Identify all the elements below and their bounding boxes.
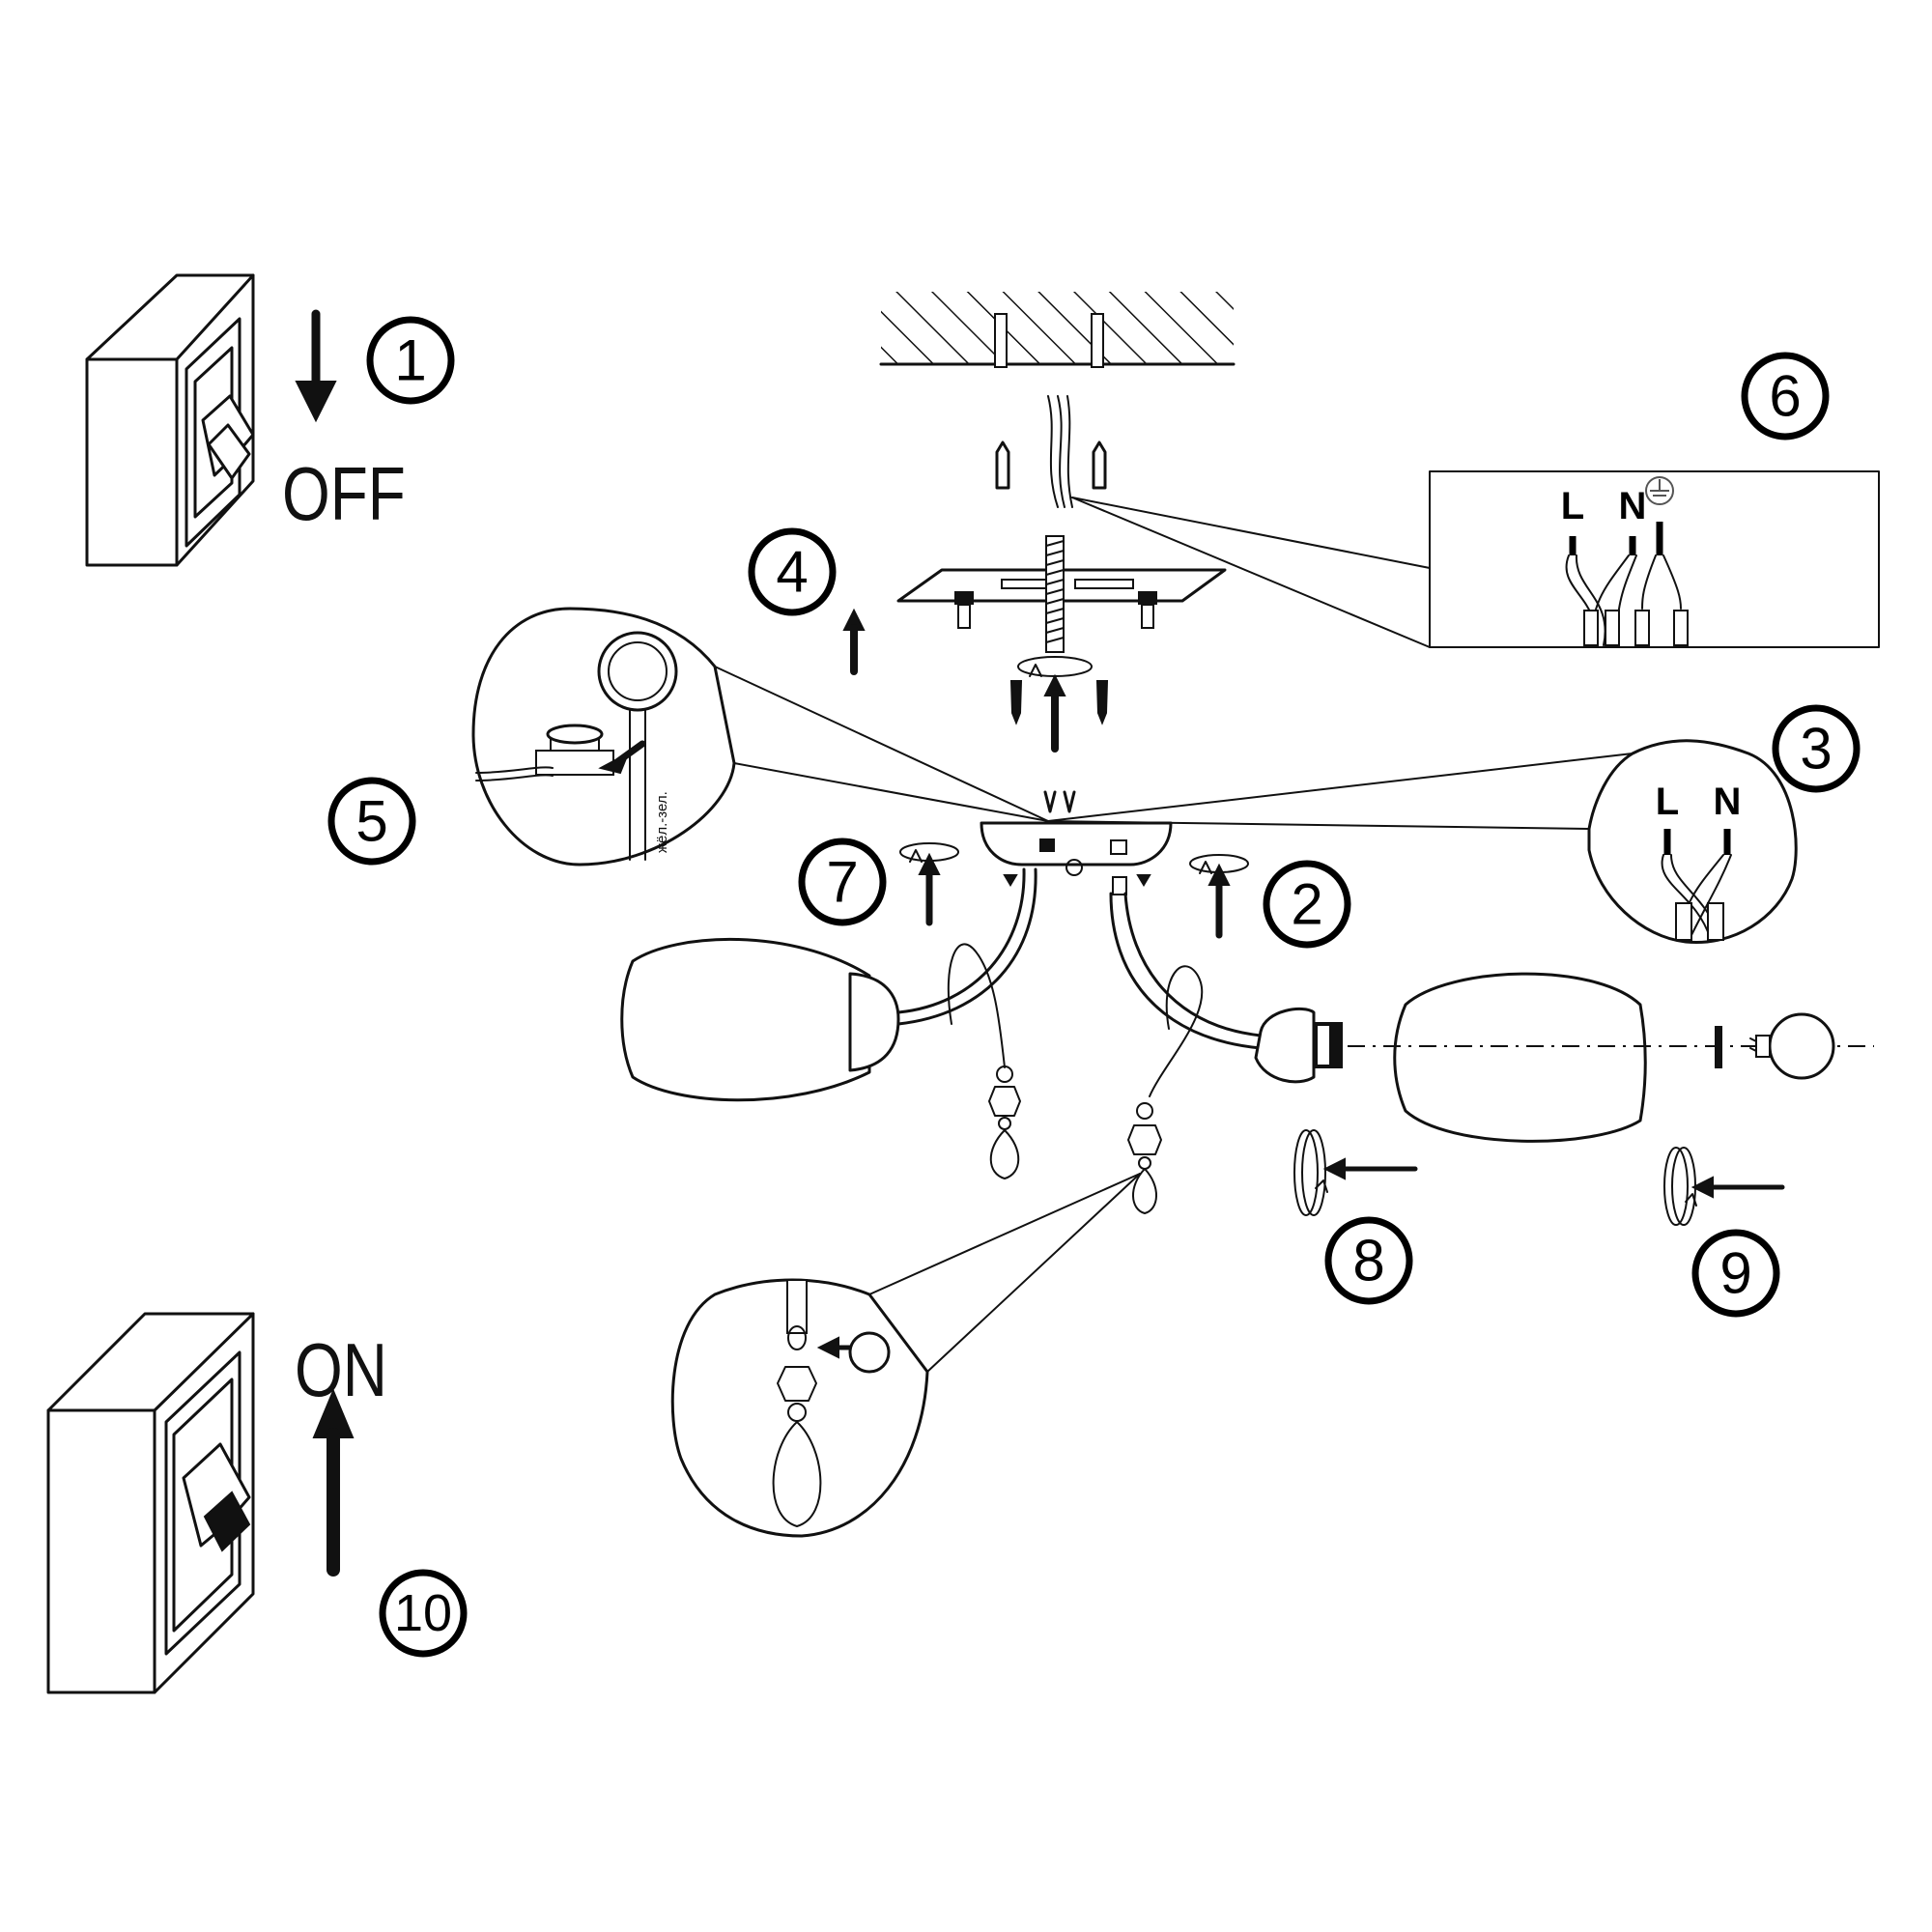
svg-text:10: 10 (394, 1584, 452, 1642)
step-marker-5: 5 (327, 777, 416, 866)
svg-text:1: 1 (394, 328, 426, 393)
step-marker-6: 6 (1741, 352, 1830, 440)
svg-text:9: 9 (1719, 1241, 1751, 1306)
step-marker-9: 9 (1691, 1229, 1780, 1318)
left-shade (620, 937, 900, 1102)
step-marker-10: 10 (379, 1569, 468, 1658)
svg-text:6: 6 (1769, 364, 1801, 429)
step-marker-7: 7 (798, 838, 887, 926)
right-shade (1393, 972, 1647, 1143)
ring-install-icon (1293, 1129, 1418, 1216)
mounting-bracket (896, 535, 1227, 653)
screw-icon (1009, 680, 1109, 725)
arrow-down-icon (295, 309, 337, 423)
shade-ring-icon (1715, 1026, 1722, 1068)
rotate-icon (1017, 656, 1093, 677)
ground-symbol-icon (1645, 476, 1674, 505)
left-arm (896, 867, 1037, 1026)
arrow-up-icon (918, 852, 941, 926)
svg-text:5: 5 (355, 789, 387, 854)
svg-text:7: 7 (826, 850, 858, 915)
svg-text:3: 3 (1800, 717, 1832, 781)
lamp-socket (1254, 1008, 1343, 1084)
arrow-up-icon (1043, 673, 1066, 753)
light-bulb-icon (1749, 1012, 1835, 1080)
detail-ground-screw: жёл.-зел. (471, 607, 736, 867)
wiring-panel: L N (1429, 470, 1880, 648)
wire-label-live: L (1561, 485, 1584, 527)
right-arm (1109, 892, 1263, 1050)
detail-canopy-wiring: L N (1587, 739, 1798, 945)
switch-off-label: OFF (282, 452, 406, 536)
step-marker-1: 1 (366, 316, 455, 405)
left-pendant-chain (947, 943, 1021, 1179)
step-marker-2: 2 (1263, 860, 1351, 949)
svg-text:8: 8 (1352, 1229, 1384, 1293)
detail-label-neutral: N (1714, 781, 1742, 823)
step-marker-4: 4 (748, 527, 837, 616)
canopy (980, 790, 1173, 895)
detail-crystal-pendant (670, 1278, 929, 1538)
arrow-up-icon (1208, 863, 1231, 939)
supply-wires (1047, 395, 1073, 508)
detail-label-live: L (1656, 781, 1679, 823)
step-marker-8: 8 (1324, 1216, 1413, 1305)
right-pendant-chain (1127, 965, 1204, 1214)
switch-on-illustration (46, 1312, 255, 1694)
svg-text:2: 2 (1291, 872, 1322, 937)
step-marker-3: 3 (1772, 704, 1861, 793)
ground-wire-label: жёл.-зел. (654, 791, 670, 853)
arrow-up-icon (842, 608, 866, 675)
ceiling (879, 292, 1236, 368)
svg-text:4: 4 (776, 540, 808, 605)
wire-label-neutral: N (1619, 485, 1647, 527)
switch-off-illustration (85, 273, 255, 567)
ring-install-icon (1663, 1147, 1785, 1226)
switch-on-label: ON (295, 1328, 387, 1412)
arrow-up-icon (312, 1388, 355, 1577)
wall-plug-icon (995, 440, 1107, 490)
